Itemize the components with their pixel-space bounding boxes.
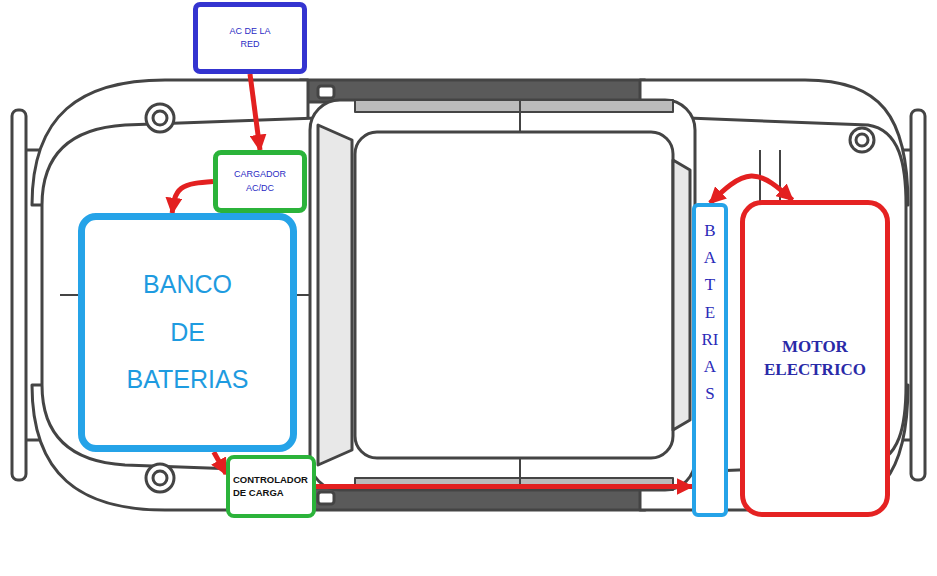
rear-window <box>673 160 690 430</box>
power-arrow <box>250 74 260 150</box>
power-arrow <box>710 176 793 203</box>
battery-bank-box: BANCO DE BATERIAS <box>78 213 297 452</box>
motor-box: MOTOR ELECTRICO <box>740 200 890 517</box>
headlight-lens <box>153 471 167 485</box>
tail-light <box>850 128 874 152</box>
source-box: AC DE LA RED <box>193 2 307 74</box>
cabin <box>310 100 695 490</box>
door-pillar <box>519 100 521 132</box>
side-window <box>355 100 673 112</box>
node-label: MOTOR ELECTRICO <box>764 336 866 380</box>
node-label: AC DE LA RED <box>222 25 278 52</box>
power-arrow <box>316 484 692 489</box>
power-arrow <box>172 182 213 214</box>
side-mirror <box>318 86 334 98</box>
node-label: BATERIAS <box>702 217 719 407</box>
headlight <box>146 104 174 132</box>
front-bumper <box>12 110 26 480</box>
tail-light-lens <box>856 134 868 146</box>
rear-bumper <box>911 110 925 480</box>
charger-box: CARGADOR AC/DC <box>213 150 307 213</box>
node-label: CARGADOR AC/DC <box>230 168 290 195</box>
windshield <box>318 125 352 465</box>
headlight <box>146 464 174 492</box>
node-label: CONTROLADOR DE CARGA <box>233 474 309 500</box>
controller-box: CONTROLADOR DE CARGA <box>226 455 316 518</box>
roof <box>355 132 673 458</box>
node-label: BANCO DE BATERIAS <box>127 261 249 404</box>
headlight-lens <box>153 111 167 125</box>
side-mirror <box>318 492 334 504</box>
front-hood <box>42 118 318 472</box>
power-arrow <box>214 452 226 474</box>
battery-column-box: BATERIAS <box>692 203 728 517</box>
